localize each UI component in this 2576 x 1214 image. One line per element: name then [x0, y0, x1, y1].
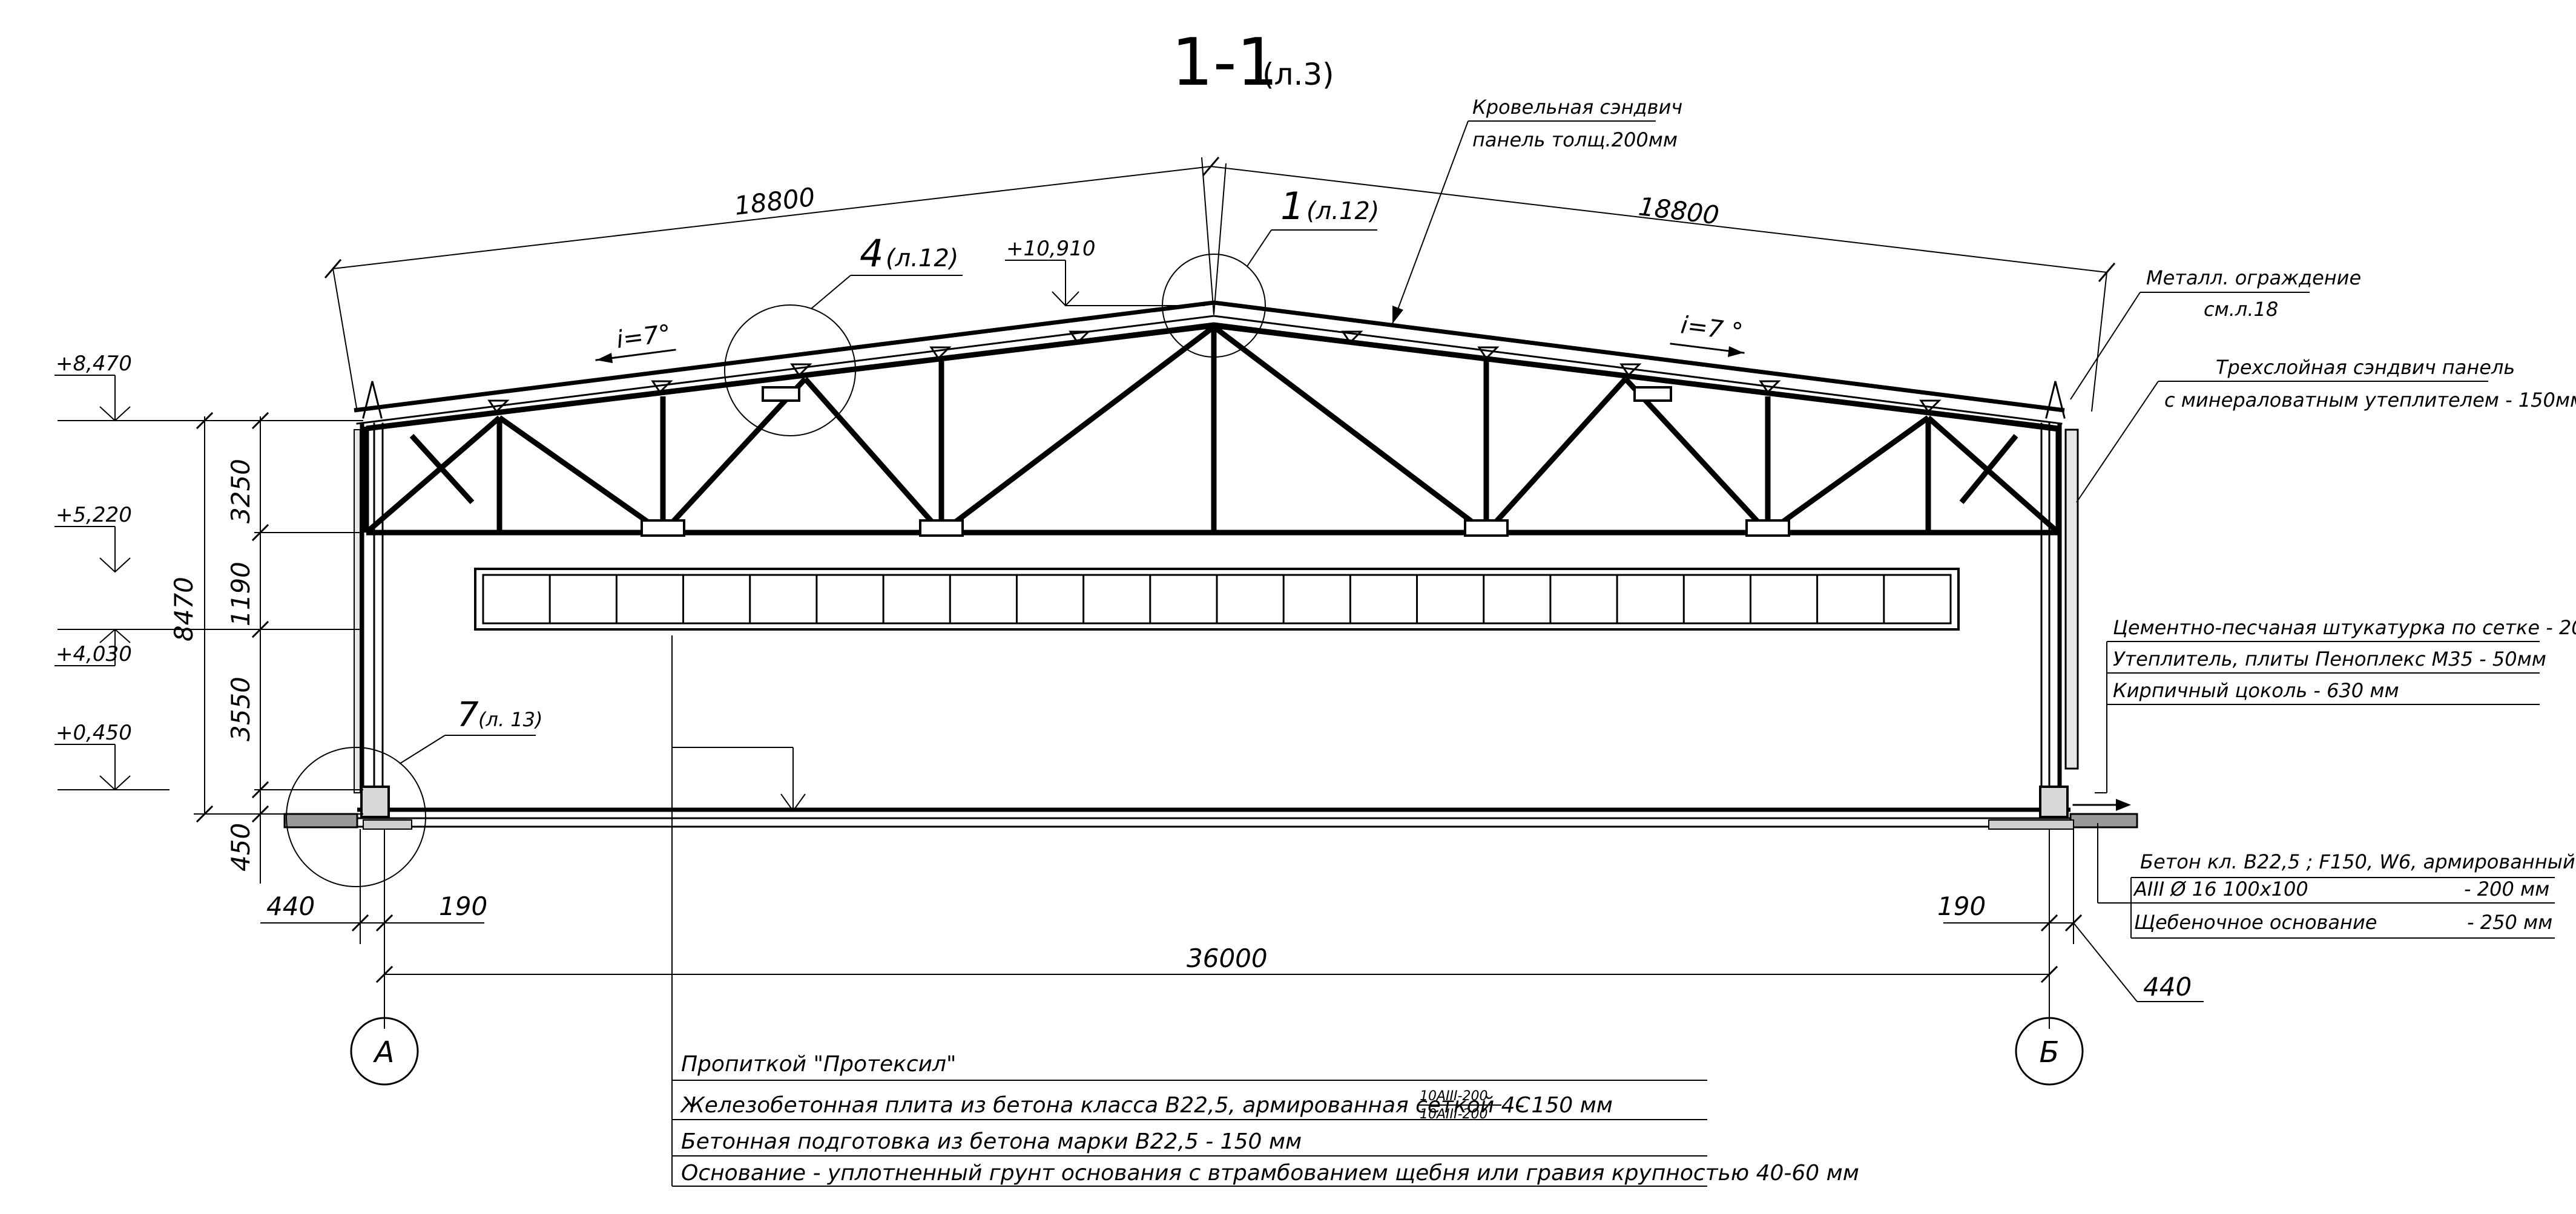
slab-line-2-left: AIII Ø 16 100х100 [2133, 878, 2308, 901]
roof-panel [354, 300, 2066, 432]
railing-note-2: см.л.18 [2204, 298, 2278, 321]
section-title: 1-1 [1171, 25, 1278, 100]
axis-b-bubble [2015, 1017, 2084, 1086]
slab-line-1: Бетон кл. В22,5 ; F150, W6, армированный… [2140, 850, 2576, 873]
floor-layer-1: Железобетонная плита из бетона класса В2… [680, 1093, 1531, 1118]
floor-slab [283, 786, 2138, 830]
floor-slab-table [2097, 823, 2555, 939]
railing-note-1: Металл. ограждение [2146, 266, 2361, 289]
dim-height-total: 8470 [169, 577, 199, 641]
dim-3250: 3250 [226, 459, 255, 523]
dim-450: 450 [226, 823, 255, 871]
wall-layer-2: Утеплитель, плиты Пеноплекс М35 - 50мм [2113, 648, 2546, 671]
slope-arrowhead-left [596, 353, 613, 363]
slope-left-label: i=7° [615, 320, 673, 354]
dim-right-slope: 18800 [1637, 191, 1721, 230]
roof-dimensions [324, 156, 2116, 412]
walls [354, 422, 2079, 794]
slab-line-3-left: Щебеночное основание [2134, 911, 2377, 934]
wall-layer-3: Кирпичный цоколь - 630 мм [2113, 679, 2399, 702]
node-callouts [286, 229, 1377, 887]
floor-layer-1-denominator: 10AIII-200 [1420, 1107, 1487, 1122]
slab-line-3-right: - 250 мм [2467, 911, 2552, 934]
roof-panel-note-1: Кровельная сэндвич [1472, 96, 1682, 119]
wall-layer-1: Цементно-песчаная штукатурка по сетке - … [2113, 616, 2576, 639]
slope-arrowhead-right [1728, 346, 1744, 357]
roof-truss [363, 323, 2061, 537]
elev-4030: +4,030 [56, 642, 132, 666]
wall-panel-note-2: с минераловатным утеплителем - 150мм [2164, 389, 2576, 412]
section-sheet-ref: (л.3) [1262, 57, 1334, 92]
elev-0450: +0,450 [56, 721, 132, 745]
axis-b-label: Б [2040, 1035, 2060, 1069]
slope-right-label: i=7 ° [1679, 311, 1745, 346]
elev-10910: +10,910 [1006, 237, 1095, 261]
leader-lines [1392, 120, 2488, 503]
floor-layer-3: Основание - уплотненный грунт основания … [681, 1161, 1859, 1186]
elev-5220: +5,220 [56, 503, 132, 527]
elev-8470: +8,470 [56, 352, 132, 376]
node7-sheet: (л. 13) [478, 708, 542, 731]
dim-left-slope: 18800 [733, 182, 816, 221]
node4-number: 4 [860, 231, 883, 275]
axis-a-label: А [373, 1035, 395, 1069]
dim-190-right: 190 [1937, 891, 1986, 921]
floor-layers-leader [671, 635, 1707, 1187]
dim-3550: 3550 [226, 677, 255, 741]
floor-layer-2: Бетонная подготовка из бетона марки В22,… [681, 1129, 1302, 1154]
ribbon-window [474, 568, 1960, 631]
floor-impregnation: Пропиткой "Протексил" [681, 1052, 957, 1077]
floor-layer-1-numerator: 10AIII-200 [1420, 1089, 1487, 1104]
dim-440-left: 440 [266, 891, 315, 921]
floor-layer-1-thickness: - 150 мм [1517, 1093, 1613, 1118]
dim-span: 36000 [1187, 943, 1268, 973]
slab-line-2-right: - 200 мм [2464, 878, 2549, 901]
dim-440-right: 440 [2143, 972, 2192, 1002]
dim-190-left: 190 [439, 891, 487, 921]
wall-layers-table [2095, 641, 2540, 793]
node1-number: 1 [1280, 184, 1304, 228]
roof-panel-note-2: панель толщ.200мм [1472, 128, 1678, 151]
horizontal-dimensions [260, 829, 2204, 1029]
height-dimensions [58, 412, 363, 884]
axis-a-bubble [350, 1017, 419, 1086]
node1-sheet: (л.12) [1306, 197, 1379, 225]
wall-panel-note-1: Трехслойная сэндвич панель [2216, 356, 2515, 379]
dim-1190: 1190 [226, 562, 255, 626]
elevation-markers [54, 260, 1205, 791]
node7-number: 7 [457, 695, 479, 735]
node4-sheet: (л.12) [886, 244, 958, 272]
